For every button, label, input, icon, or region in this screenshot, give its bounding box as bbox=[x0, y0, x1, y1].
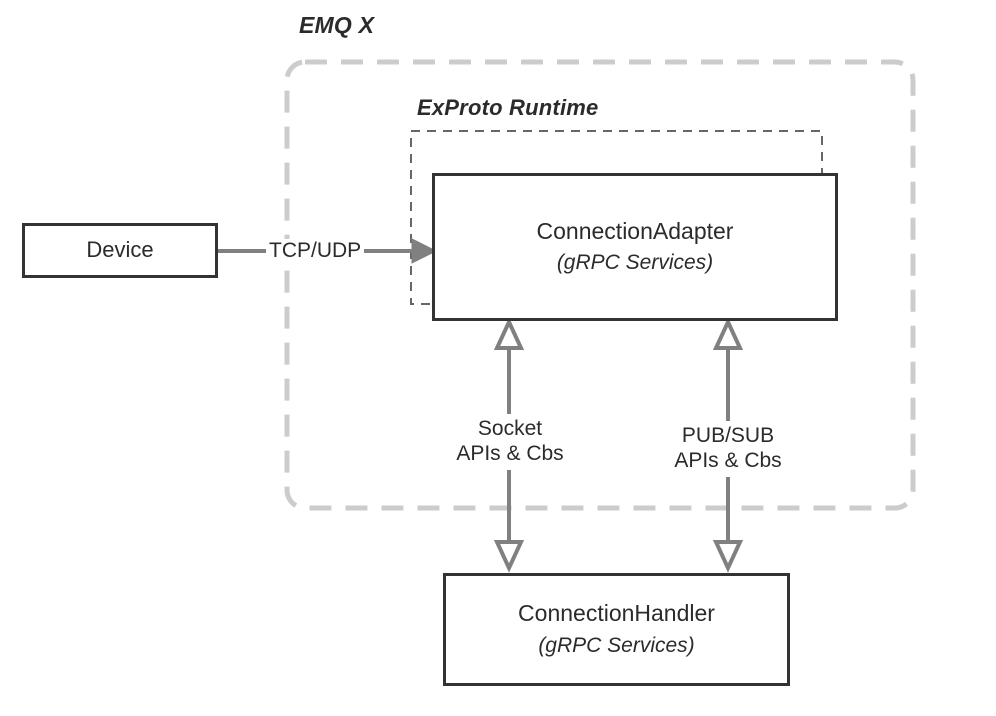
edge-label-socket-apis: Socket APIs & Cbs bbox=[446, 414, 574, 470]
arrowhead-hollow-up-socket bbox=[493, 317, 525, 350]
edge-label-pubsub-line2: APIs & Cbs bbox=[674, 448, 782, 472]
node-device-title: Device bbox=[86, 237, 154, 263]
arrowhead-filled-right bbox=[411, 238, 438, 264]
edge-label-pubsub-line1: PUB/SUB bbox=[681, 424, 775, 447]
emqx-group-label: EMQ X bbox=[299, 12, 375, 38]
edge-label-tcp-udp: TCP/UDP bbox=[266, 239, 365, 264]
arrowhead-hollow-down-pubsub bbox=[712, 540, 744, 573]
edge-label-socket-line2: APIs & Cbs bbox=[456, 441, 564, 465]
node-device[interactable]: Device bbox=[22, 223, 218, 278]
emqx-group-boundary bbox=[284, 59, 916, 511]
arrowhead-hollow-up-pubsub bbox=[712, 317, 744, 350]
arrowhead-hollow-down-socket bbox=[493, 540, 525, 573]
edge-label-socket-line1: Socket bbox=[477, 417, 543, 440]
edge-label-pubsub-apis: PUB/SUB APIs & Cbs bbox=[663, 421, 793, 477]
node-connection-handler-title: ConnectionHandler bbox=[518, 600, 715, 627]
node-connection-adapter-subtitle: (gRPC Services) bbox=[556, 251, 714, 275]
node-connection-adapter-title: ConnectionAdapter bbox=[536, 217, 734, 244]
node-connection-handler-subtitle: (gRPC Services) bbox=[538, 633, 695, 657]
node-connection-adapter[interactable]: ConnectionAdapter (gRPC Services) bbox=[432, 173, 838, 321]
exproto-group-label: ExProto Runtime bbox=[417, 95, 599, 120]
node-connection-handler[interactable]: ConnectionHandler (gRPC Services) bbox=[443, 573, 790, 686]
